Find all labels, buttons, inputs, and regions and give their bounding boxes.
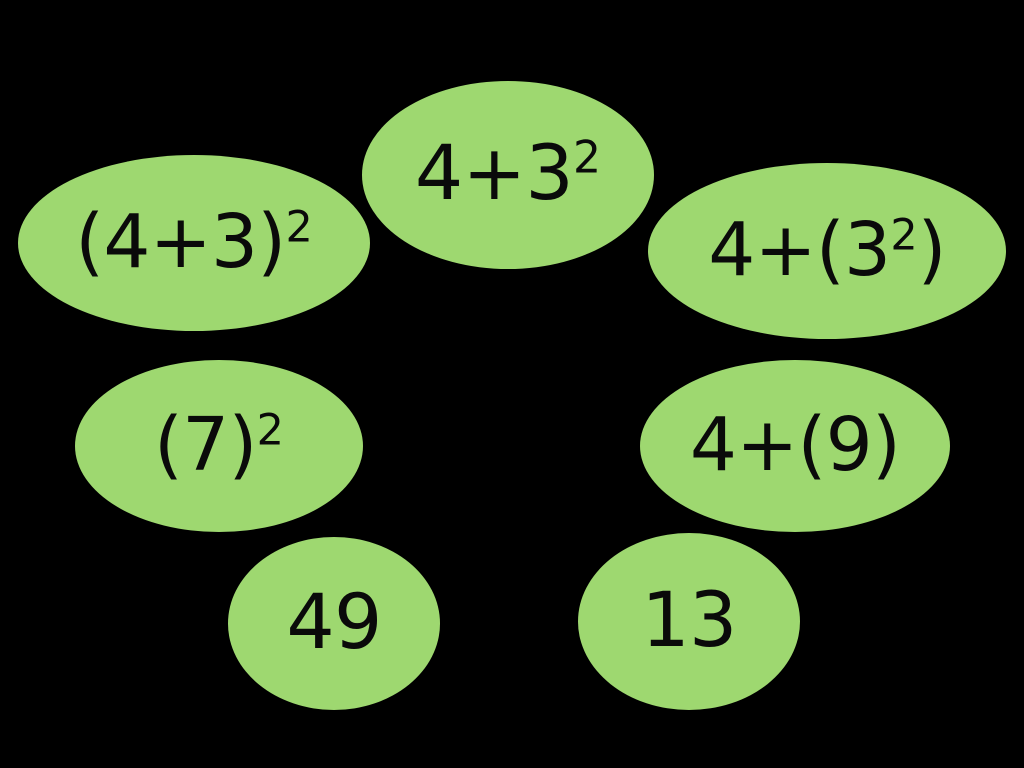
node-expr-seven-squared[interactable]: (7)2 xyxy=(75,360,363,532)
node-label-expr-four-plus-three-squared: 4+32 xyxy=(414,128,602,218)
node-label-expr-four-plus-paren-three-squared: 4+(32) xyxy=(708,206,946,293)
node-label-expr-four-plus-paren-nine: 4+(9) xyxy=(689,401,901,488)
node-result-thirteen[interactable]: 13 xyxy=(578,533,800,710)
node-label-result-thirteen: 13 xyxy=(641,574,737,664)
node-expr-four-plus-three-squared[interactable]: 4+32 xyxy=(362,81,654,269)
node-expr-paren-sum-squared[interactable]: (4+3)2 xyxy=(18,155,370,331)
node-expr-four-plus-paren-nine[interactable]: 4+(9) xyxy=(640,360,950,532)
node-label-expr-seven-squared: (7)2 xyxy=(154,401,284,488)
node-expr-four-plus-paren-three-squared[interactable]: 4+(32) xyxy=(648,163,1006,339)
node-label-expr-paren-sum-squared: (4+3)2 xyxy=(75,198,313,285)
node-result-forty-nine[interactable]: 49 xyxy=(228,537,440,710)
node-label-result-forty-nine: 49 xyxy=(286,576,382,666)
